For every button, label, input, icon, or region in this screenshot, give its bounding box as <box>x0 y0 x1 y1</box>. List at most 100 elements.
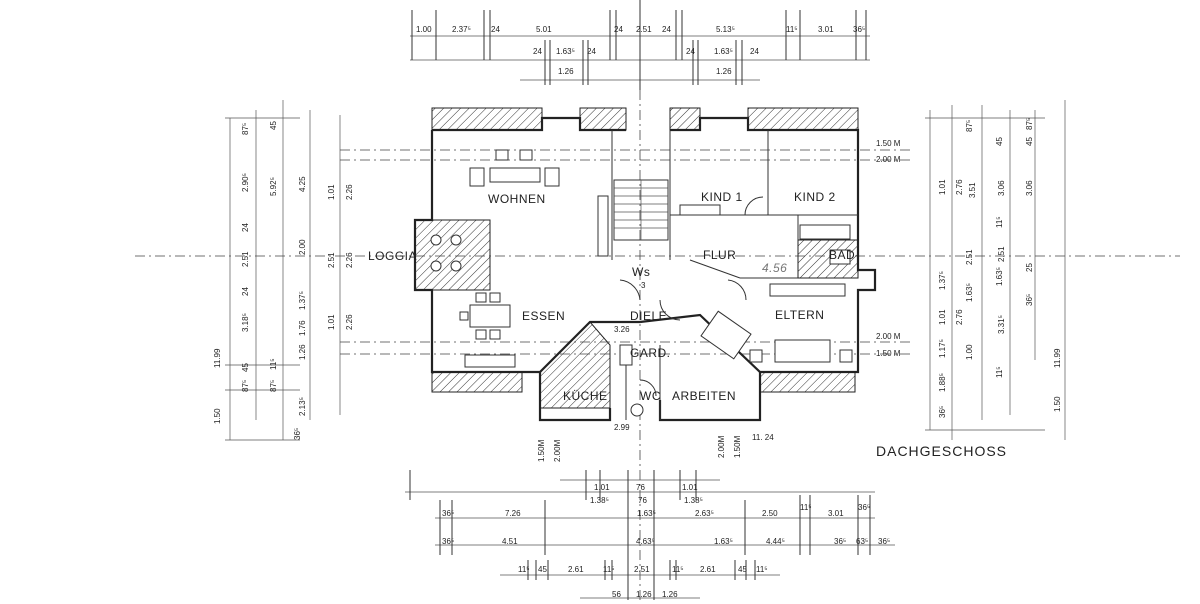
right-dim-875b: 87⁵ <box>1025 118 1034 130</box>
marker-150m-top: 1.50 M <box>876 139 901 148</box>
left-dim-24a: 24 <box>241 223 250 232</box>
bottom-dim-726: 7.26 <box>505 509 521 518</box>
top-dim-24a: 24 <box>491 25 500 34</box>
bottom-dim-365a: 36⁵ <box>442 509 454 518</box>
marker-200m-bot: 2.00 M <box>876 332 901 341</box>
bottom-dim-115e: 11⁵ <box>756 565 768 574</box>
top-dim-126a: 1.26 <box>558 67 574 76</box>
bottom-dim-2635: 2.63⁵ <box>695 509 714 518</box>
right-dimension-chains: 1.01 1.37⁵ 1.01 1.17⁵ 1.88⁵ 36⁵ 87⁵ 2.76… <box>925 100 1066 440</box>
left-dim-251b: 2.51 <box>327 252 336 268</box>
right-dim-251b: 2.51 <box>997 246 1006 262</box>
bottom-dim-301: 3.01 <box>828 509 844 518</box>
top-dim-2375: 2.37⁵ <box>452 25 471 34</box>
top-dim-24d: 24 <box>533 47 542 56</box>
top-dim-115: 11⁵ <box>786 25 798 34</box>
right-dim-306b: 3.06 <box>1025 180 1034 196</box>
right-dim-45b: 45 <box>1025 137 1034 146</box>
top-dim-100: 1.00 <box>416 25 432 34</box>
ws-number: 3 <box>641 281 646 290</box>
left-dim-875a: 87⁵ <box>241 123 250 135</box>
left-dim-425: 4.25 <box>298 176 307 192</box>
right-dim-1175: 1.17⁵ <box>938 339 947 358</box>
bottom-dim-1635a: 1.63⁵ <box>637 509 656 518</box>
room-eltern: ELTERN <box>775 308 824 322</box>
bottom-dim-635: 63⁵ <box>856 537 868 546</box>
room-kind2: KIND 2 <box>794 190 836 204</box>
marker-150m-bot: 1.50 M <box>876 349 901 358</box>
left-dim-2135: 2.13⁵ <box>298 397 307 416</box>
bottom-dim-115a: 11⁵ <box>800 503 812 512</box>
marker-200m-top: 2.00 M <box>876 155 901 164</box>
top-dim-24c: 24 <box>662 25 671 34</box>
bottom-dim-101b: 1.01 <box>682 483 698 492</box>
left-dim-45b: 45 <box>269 121 278 130</box>
bottom-dim-1635b: 1.63⁵ <box>714 537 733 546</box>
drawing-title: DACHGESCHOSS <box>876 443 1007 459</box>
right-dim-306a: 3.06 <box>997 180 1006 196</box>
left-dim-126: 1.26 <box>298 344 307 360</box>
left-dim-3185: 3.18⁵ <box>241 313 250 332</box>
bottom-dim-365c: 36⁵ <box>442 537 454 546</box>
room-gard: GARD. <box>630 346 671 360</box>
bottom-dim-251: 2.51 <box>634 565 650 574</box>
bottom-dim-1385a: 1.38⁵ <box>590 496 609 505</box>
marker-299: 2.99 <box>614 423 630 432</box>
right-dim-251: 2.51 <box>965 249 974 265</box>
top-dim-1635a: 1.63⁵ <box>556 47 575 56</box>
top-dim-24f: 24 <box>686 47 695 56</box>
bottom-dim-45a: 45 <box>538 565 547 574</box>
left-dim-101b: 1.01 <box>327 314 336 330</box>
room-kind1: KIND 1 <box>701 190 743 204</box>
left-dim-875b: 87⁵ <box>241 380 250 392</box>
axis-lines <box>135 90 1180 600</box>
right-dim-276a: 2.76 <box>955 179 964 195</box>
left-dim-226a: 2.26 <box>345 184 354 200</box>
right-dim-1635: 1.63⁵ <box>965 283 974 302</box>
marker-200m-left: 2.00M <box>553 439 562 462</box>
right-dim-115: 11⁵ <box>995 366 1004 378</box>
marker-200m-right: 2.00M <box>717 435 726 458</box>
right-dim-45a: 45 <box>995 137 1004 146</box>
left-dim-226c: 2.26 <box>345 314 354 330</box>
left-dim-226b: 2.26 <box>345 252 354 268</box>
left-dim-45: 45 <box>241 363 250 372</box>
marker-150m-left: 1.50M <box>537 439 546 462</box>
top-dim-501: 5.01 <box>536 25 552 34</box>
left-dim-200: 2.00 <box>298 239 307 255</box>
bottom-dim-261b: 2.61 <box>700 565 716 574</box>
left-dim-1199: 11.99 <box>213 348 222 368</box>
bottom-dimension-chains: 1.01 76 1.01 1.38⁵ 76 1.38⁵ 36⁵ 7.26 1.6… <box>405 470 895 600</box>
bottom-dim-4445: 4.44⁵ <box>766 537 785 546</box>
room-arbeiten: ARBEITEN <box>672 389 736 403</box>
right-dim-3315: 3.31⁵ <box>997 315 1006 334</box>
right-dim-365b: 36⁵ <box>1025 294 1034 306</box>
left-dim-150: 1.50 <box>213 408 222 424</box>
top-dim-126b: 1.26 <box>716 67 732 76</box>
bottom-dim-250: 2.50 <box>762 509 778 518</box>
bottom-dim-365b: 36⁵ <box>858 503 870 512</box>
bottom-dim-76b: 76 <box>638 496 647 505</box>
top-dim-1635b: 1.63⁵ <box>714 47 733 56</box>
bottom-dim-126a: 1.26 <box>636 590 652 599</box>
bottom-dim-365e: 36⁵ <box>878 537 890 546</box>
right-dim-365: 36⁵ <box>938 406 947 418</box>
left-dimension-chains: 87⁵ 2.90⁵ 24 2.51 24 3.18⁵ 45 87⁵ 11.99 … <box>213 100 354 441</box>
marker-1124: 11. 24 <box>752 433 774 442</box>
bottom-dim-115b: 11⁵ <box>518 565 530 574</box>
bottom-dim-45b: 45 <box>738 565 747 574</box>
bottom-dim-76a: 76 <box>636 483 645 492</box>
top-dim-301: 3.01 <box>818 25 834 34</box>
right-dim-100: 1.00 <box>965 344 974 360</box>
right-dim-276b: 2.76 <box>955 309 964 325</box>
marker-150m-right: 1.50M <box>733 435 742 458</box>
right-dim-875a: 87⁵ <box>965 120 974 132</box>
room-ws: Ws <box>632 265 650 279</box>
room-loggia: LOGGIA <box>368 249 417 263</box>
room-wohnen: WOHNEN <box>488 192 546 206</box>
right-dim-101b: 1.01 <box>938 309 947 325</box>
left-dim-365: 36⁵ <box>293 428 302 440</box>
left-dim-101a: 1.01 <box>327 184 336 200</box>
top-dimension-chains: 1.00 2.37⁵ 24 5.01 24 2.51 24 5.13⁵ 11⁵ … <box>410 0 870 90</box>
room-essen: ESSEN <box>522 309 565 323</box>
